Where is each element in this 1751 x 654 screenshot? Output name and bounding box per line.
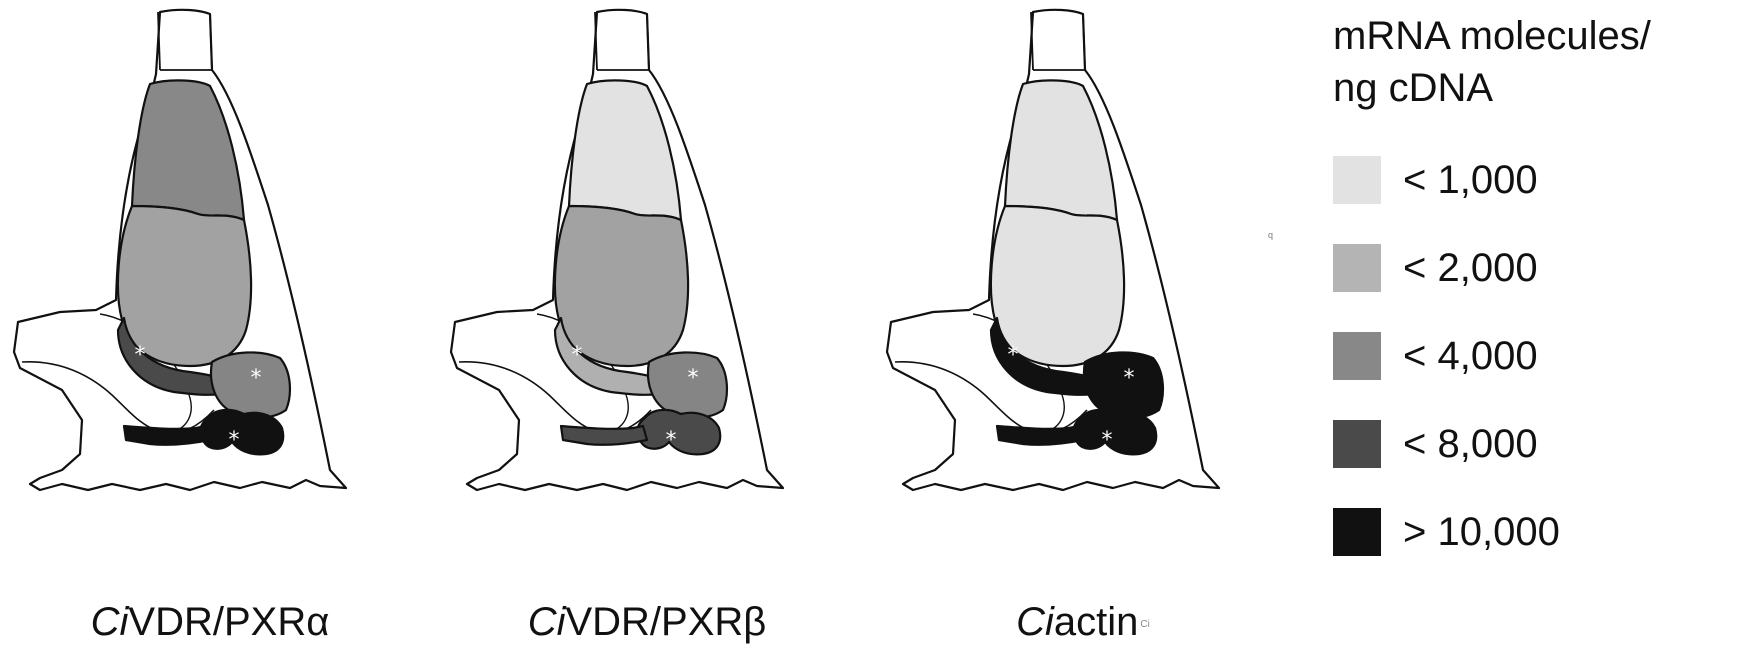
asterisk-marker: * (688, 366, 699, 391)
panel-vdr-pxr-alpha: * * * CiVDR/PXRα (0, 0, 420, 654)
legend-label: < 2,000 (1403, 246, 1538, 291)
ascidian-diagram: * * * (873, 0, 1293, 590)
rectum (997, 426, 1083, 445)
intestine (1074, 410, 1157, 454)
legend: mRNA molecules/ ng cDNA < 1,000 < 2,000 … (1333, 10, 1743, 576)
legend-item: < 2,000 (1333, 224, 1743, 312)
caption-actin: CiactinCi (873, 600, 1293, 645)
legend-item: > 10,000 (1333, 488, 1743, 576)
legend-item: < 4,000 (1333, 312, 1743, 400)
legend-label: > 10,000 (1403, 510, 1560, 555)
legend-label: < 1,000 (1403, 158, 1538, 203)
legend-title: mRNA molecules/ ng cDNA (1333, 10, 1743, 114)
asterisk-marker: * (1102, 428, 1113, 453)
branchial-sac-lower (118, 206, 251, 366)
branchial-sac-lower (555, 206, 688, 366)
legend-title-line1: mRNA molecules/ (1333, 10, 1743, 62)
ascidian-diagram: * * * (0, 0, 420, 590)
intestine (201, 410, 284, 454)
asterisk-marker: * (251, 366, 262, 391)
legend-item: < 8,000 (1333, 400, 1743, 488)
legend-item: < 1,000 (1333, 136, 1743, 224)
legend-swatch (1333, 420, 1381, 468)
legend-label: < 8,000 (1403, 422, 1538, 467)
asterisk-marker: * (1008, 343, 1019, 368)
legend-title-line2: ng cDNA (1333, 62, 1743, 114)
stray-mark: q (1268, 230, 1273, 240)
rectum (561, 426, 647, 445)
panel-actin: * * * CiactinCi (873, 0, 1293, 654)
caption-vdr-pxr-beta: CiVDR/PXRβ (437, 600, 857, 645)
asterisk-marker: * (135, 343, 146, 368)
asterisk-marker: * (666, 428, 677, 453)
legend-swatch (1333, 508, 1381, 556)
legend-swatch (1333, 244, 1381, 292)
asterisk-marker: * (229, 428, 240, 453)
asterisk-marker: * (572, 343, 583, 368)
ascidian-diagram: * * * (437, 0, 857, 590)
rectum (124, 426, 210, 445)
branchial-sac-lower (991, 206, 1124, 366)
asterisk-marker: * (1124, 366, 1135, 391)
caption-vdr-pxr-alpha: CiVDR/PXRα (0, 600, 420, 645)
legend-swatch (1333, 332, 1381, 380)
intestine (638, 410, 721, 454)
legend-label: < 4,000 (1403, 334, 1538, 379)
panel-vdr-pxr-beta: * * * CiVDR/PXRβ (437, 0, 857, 654)
legend-swatch (1333, 156, 1381, 204)
